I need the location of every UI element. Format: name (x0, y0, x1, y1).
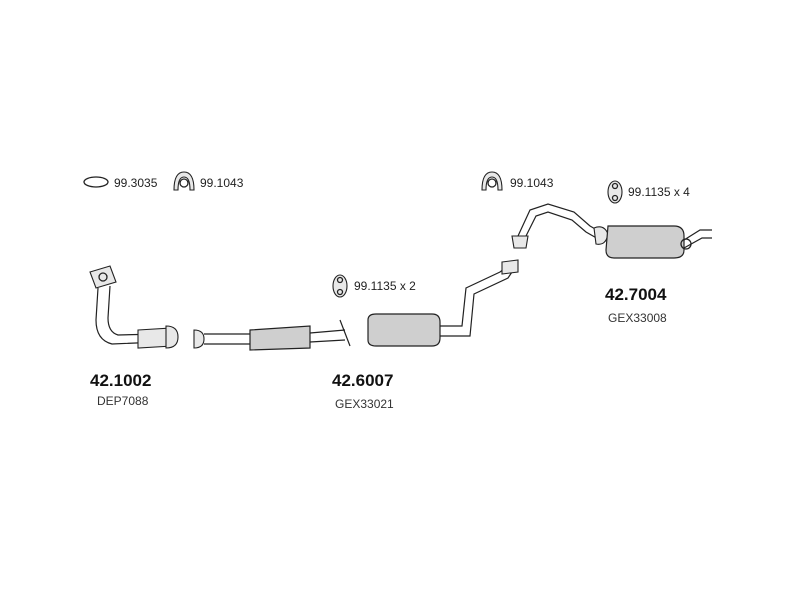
seal-ring-part[interactable]: 99.3035 (83, 176, 158, 190)
clamp-code-left: 99.1043 (200, 176, 244, 190)
middle-flange-icon (193, 329, 205, 349)
mount-hole-icon (611, 182, 619, 190)
front-pipe-drawing[interactable] (89, 265, 179, 349)
clamp-icon (481, 171, 503, 191)
mount-hole-icon (336, 276, 344, 284)
middle-silencer-drawing[interactable] (193, 259, 519, 351)
middle-pipe-inlet (204, 333, 250, 345)
mount-hole-icon (336, 288, 344, 296)
hanger-bracket (339, 319, 351, 347)
front-pipe-ref: DEP7088 (97, 394, 149, 408)
clamp-icon (173, 171, 195, 191)
seal-ring-code: 99.3035 (114, 176, 158, 190)
rubber-mount-center-part[interactable]: 99.1135 x 2 (332, 274, 416, 298)
rear-inlet-flange-icon (511, 235, 529, 249)
rear-pipe-a (517, 203, 605, 237)
clamp-part-left[interactable]: 99.1043 (173, 171, 244, 191)
rear-silencer-drawing[interactable] (511, 203, 712, 259)
clamp-bolt-icon (487, 178, 497, 188)
middle-silencer-body (367, 313, 441, 347)
middle-pipe-link (309, 329, 346, 343)
rubber-mount-center-code: 99.1135 x 2 (354, 279, 416, 293)
flange-hole-icon (98, 272, 108, 282)
middle-silencer-number: 42.6007 (332, 371, 393, 390)
front-pipe-flange-icon (165, 325, 179, 349)
front-pipe-tube-a (95, 287, 161, 345)
rear-pipe-b (525, 211, 601, 241)
manifold-flange-icon (89, 265, 117, 289)
rear-hanger-icon (680, 238, 692, 250)
rear-silencer-ref: GEX33008 (608, 311, 667, 325)
rubber-mount-rear-code: 99.1135 x 4 (628, 185, 690, 199)
rear-pipe-ring (593, 226, 609, 245)
rubber-mount-icon (607, 180, 623, 204)
rear-silencer-number: 42.7004 (605, 285, 667, 304)
rear-silencer-body (605, 225, 685, 259)
middle-outlet-flange-icon (501, 259, 519, 275)
front-pipe-number: 42.1002 (90, 371, 151, 390)
clamp-part-right[interactable]: 99.1043 (481, 171, 554, 191)
rear-tailpipe (683, 229, 712, 249)
mount-hole-icon (611, 194, 619, 202)
clamp-bolt-icon (179, 178, 189, 188)
catalytic-section (249, 325, 311, 351)
clamp-code-right: 99.1043 (510, 176, 554, 190)
middle-silencer-ref: GEX33021 (335, 397, 394, 411)
front-pipe-tube-b (107, 285, 161, 336)
rubber-mount-icon (332, 274, 348, 298)
seal-ring-icon (83, 176, 109, 188)
middle-outlet-pipe-b (440, 271, 513, 337)
rubber-mount-rear-part[interactable]: 99.1135 x 4 (607, 180, 690, 204)
